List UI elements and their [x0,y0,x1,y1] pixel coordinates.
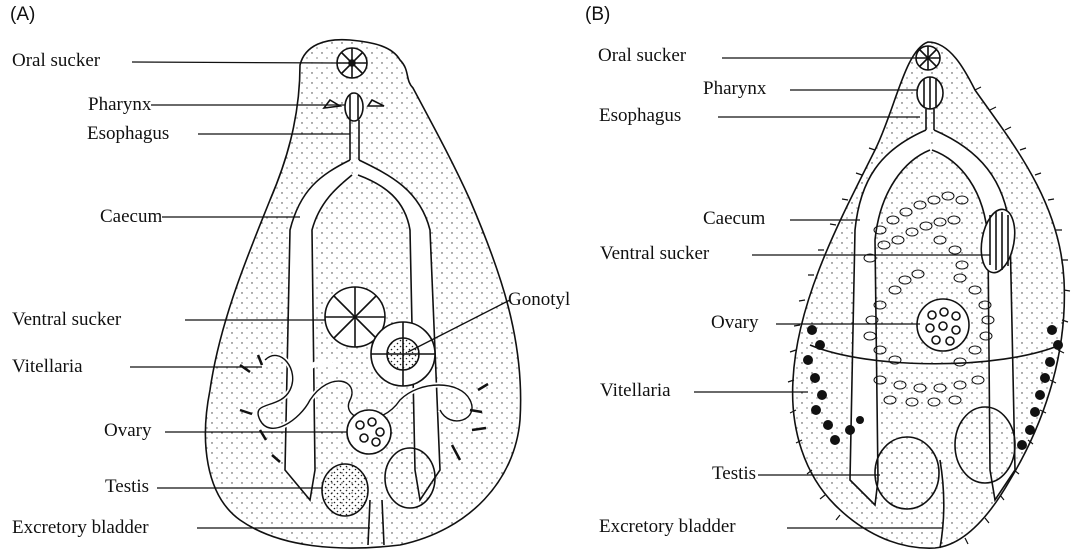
panel-b-ovary [917,299,969,351]
panel-b-testis-right [955,407,1015,483]
panel-a-fluke [130,40,521,548]
panel-b-oral-sucker [916,46,940,70]
panel-a-ovary [347,410,391,454]
panel-b-pharynx [917,77,943,109]
panel-a-testis-right [385,448,435,508]
panel-b-fluke [694,42,1070,548]
panel-a-gonotyl [371,322,435,386]
panel-b-testis-left [875,437,939,509]
panel-a-oral-sucker [337,48,367,78]
panel-a-testis-left [322,464,368,516]
